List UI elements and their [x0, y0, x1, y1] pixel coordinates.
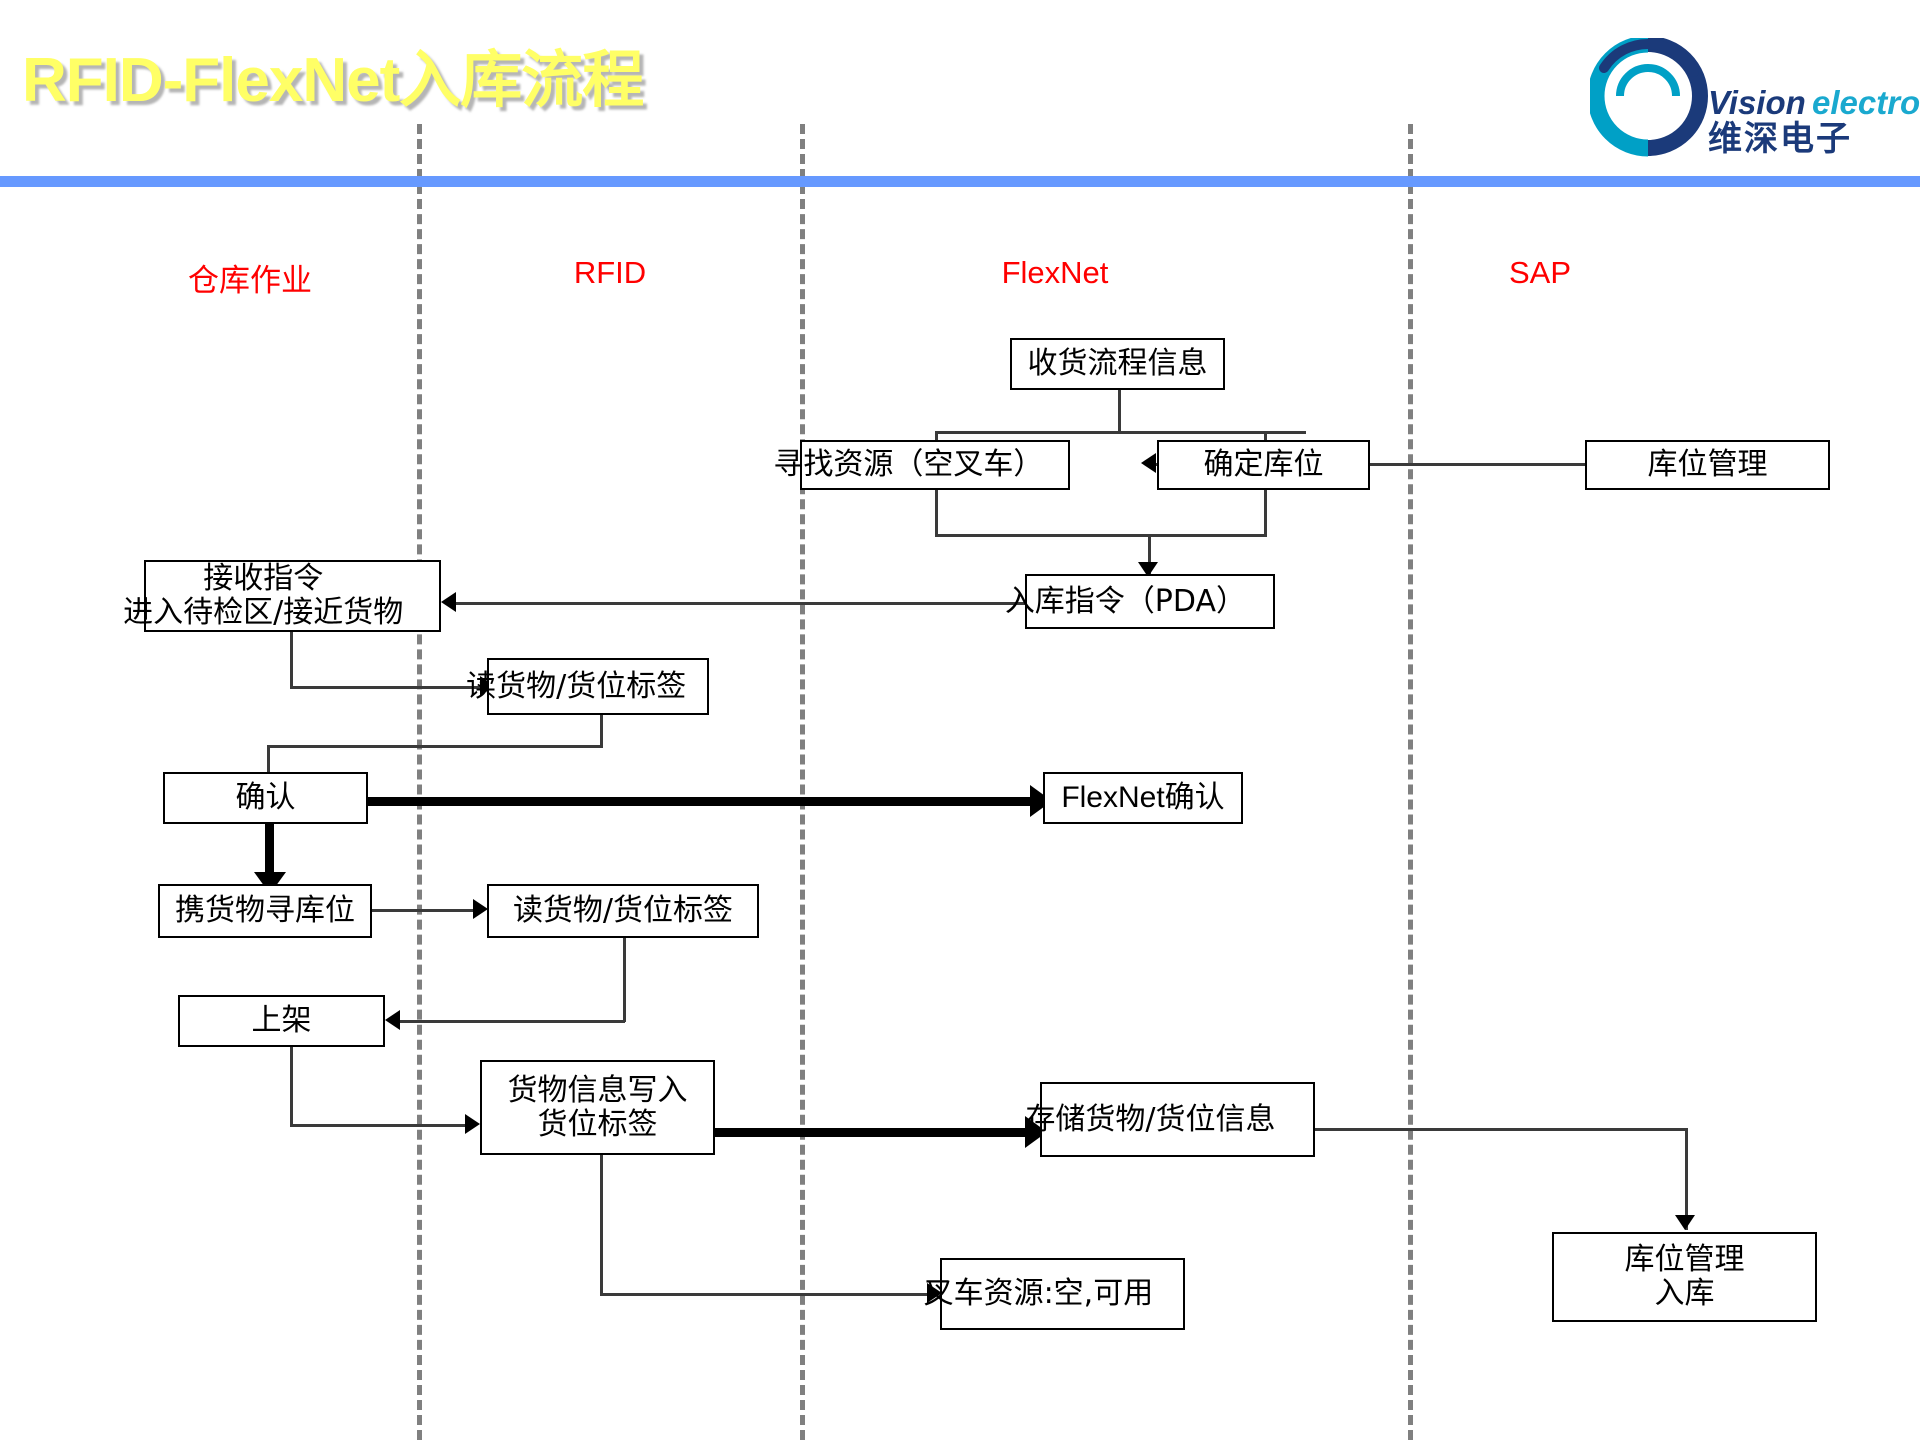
node-bin-management-inbound-line2: 入库: [1654, 1276, 1715, 1311]
connector-write-down: [600, 1155, 603, 1295]
node-find-resource-label: 寻找资源（空叉车）: [773, 447, 1044, 483]
lane-divider-1: [417, 124, 422, 1440]
arrowhead-pda: [1138, 562, 1158, 577]
node-flexnet-confirm[interactable]: FlexNet确认: [1043, 772, 1243, 824]
logo-brand-latin-2: electron: [1812, 84, 1920, 121]
connector-binmgmt-to-confirmbin: [1155, 463, 1585, 466]
connector-shelve-to-write: [290, 1124, 472, 1127]
company-logo: Vision electron 维深电子: [1590, 38, 1920, 160]
connector-store-to-binmgmt-in: [1315, 1128, 1687, 1131]
connector-write-to-store: [715, 1128, 1035, 1137]
node-find-resource[interactable]: 寻找资源（空叉车）: [773, 440, 1070, 490]
node-bin-management[interactable]: 库位管理: [1585, 440, 1830, 490]
node-receive-command-line1: 接收指令: [203, 561, 324, 597]
node-bin-management-inbound[interactable]: 库位管理 入库: [1552, 1232, 1817, 1322]
lane-divider-3: [1408, 124, 1413, 1440]
arrowhead-forklift: [927, 1283, 942, 1303]
arrowhead-binmgmt-in: [1675, 1215, 1695, 1230]
node-carry-find-bin-label: 携货物寻库位: [175, 893, 355, 929]
node-receiving-info[interactable]: 收货流程信息: [1010, 338, 1225, 390]
node-carry-find-bin[interactable]: 携货物寻库位: [158, 884, 372, 938]
connector-carry-to-readtag2: [301, 909, 481, 912]
node-confirm-bin-label: 确定库位: [1203, 447, 1324, 483]
connector-readtag1-left: [267, 745, 603, 748]
logo-brand-latin-1: Vision: [1708, 84, 1806, 121]
connector-confirmbin-down: [1264, 489, 1267, 536]
node-store-info[interactable]: 存储货物/货位信息: [1025, 1082, 1315, 1157]
node-receive-command[interactable]: 接收指令 进入待检区/接近货物: [123, 560, 441, 632]
node-write-tag-line1: 货物信息写入: [507, 1072, 688, 1108]
node-confirm[interactable]: 确认: [163, 772, 368, 824]
node-shelve-label: 上架: [251, 1003, 312, 1039]
logo-mark-icon: Vision electron 维深电子: [1590, 38, 1920, 159]
connector-readtag2-down: [623, 938, 626, 1022]
arrowhead-write-tag: [465, 1114, 480, 1134]
node-bin-management-label: 库位管理: [1647, 447, 1768, 483]
arrowhead-receive-command: [441, 592, 456, 612]
connector-readtag2-to-shelve: [399, 1020, 625, 1023]
connector-confirm-down: [265, 822, 274, 884]
connector-receive-to-readtag: [290, 686, 488, 689]
connector-shelve-down: [290, 1047, 293, 1126]
connector-receive-down: [290, 631, 293, 688]
lane-header-rfid: RFID: [573, 255, 647, 290]
node-forklift-status[interactable]: 叉车资源:空,可用: [924, 1258, 1185, 1330]
node-read-tag-2-label: 读货物/货位标签: [512, 893, 734, 929]
logo-brand-cjk: 维深电子: [1708, 119, 1852, 159]
node-inbound-command-label: 入库指令（PDA）: [1004, 583, 1246, 619]
node-bin-management-inbound-line1: 库位管理: [1624, 1242, 1745, 1278]
header-accent-rule: [0, 176, 1920, 187]
page-title: RFID-FlexNet入库流程: [22, 46, 644, 115]
connector-receiving-down: [1118, 388, 1121, 432]
node-forklift-status-label: 叉车资源:空,可用: [923, 1276, 1154, 1312]
connector-merge-down-pda: [1148, 534, 1151, 575]
node-receiving-info-label: 收货流程信息: [1027, 346, 1208, 382]
node-read-tag-1[interactable]: 读货物/货位标签: [466, 658, 709, 715]
arrowhead-shelve: [385, 1010, 400, 1030]
connector-binmgmt-in-down: [1685, 1128, 1688, 1230]
lane-header-flexnet: FlexNet: [1001, 255, 1109, 290]
connector-pda-to-receive: [455, 602, 1030, 605]
connector-findres-down: [935, 489, 938, 536]
connector-readtag1-down: [600, 714, 603, 747]
node-write-tag[interactable]: 货物信息写入 货位标签: [480, 1060, 715, 1155]
node-receive-command-line2: 进入待检区/接近货物: [123, 595, 404, 630]
connector-merge-to-pda: [935, 534, 1267, 537]
connector-receiving-split: [935, 431, 1306, 434]
node-read-tag-2[interactable]: 读货物/货位标签: [487, 884, 759, 938]
connector-write-to-forklift: [600, 1293, 935, 1296]
arrowhead-readtag-2: [473, 899, 488, 919]
node-inbound-command[interactable]: 入库指令（PDA）: [1005, 574, 1275, 629]
node-shelve[interactable]: 上架: [178, 995, 385, 1047]
lane-header-sap: SAP: [1508, 255, 1572, 290]
node-confirm-bin[interactable]: 确定库位: [1157, 440, 1370, 490]
node-flexnet-confirm-label: FlexNet确认: [1061, 781, 1225, 815]
node-write-tag-line2: 货位标签: [537, 1106, 658, 1142]
node-confirm-label: 确认: [235, 780, 296, 816]
node-store-info-label: 存储货物/货位信息: [1025, 1101, 1276, 1137]
arrowhead-confirm-bin-left: [1141, 453, 1156, 473]
connector-confirm-to-flexnet: [303, 797, 1043, 806]
connector-down-to-confirm: [267, 745, 270, 785]
lane-header-warehouse: 仓库作业: [188, 263, 312, 299]
node-read-tag-1-label: 读货物/货位标签: [466, 668, 687, 704]
lane-divider-2: [800, 124, 805, 1440]
